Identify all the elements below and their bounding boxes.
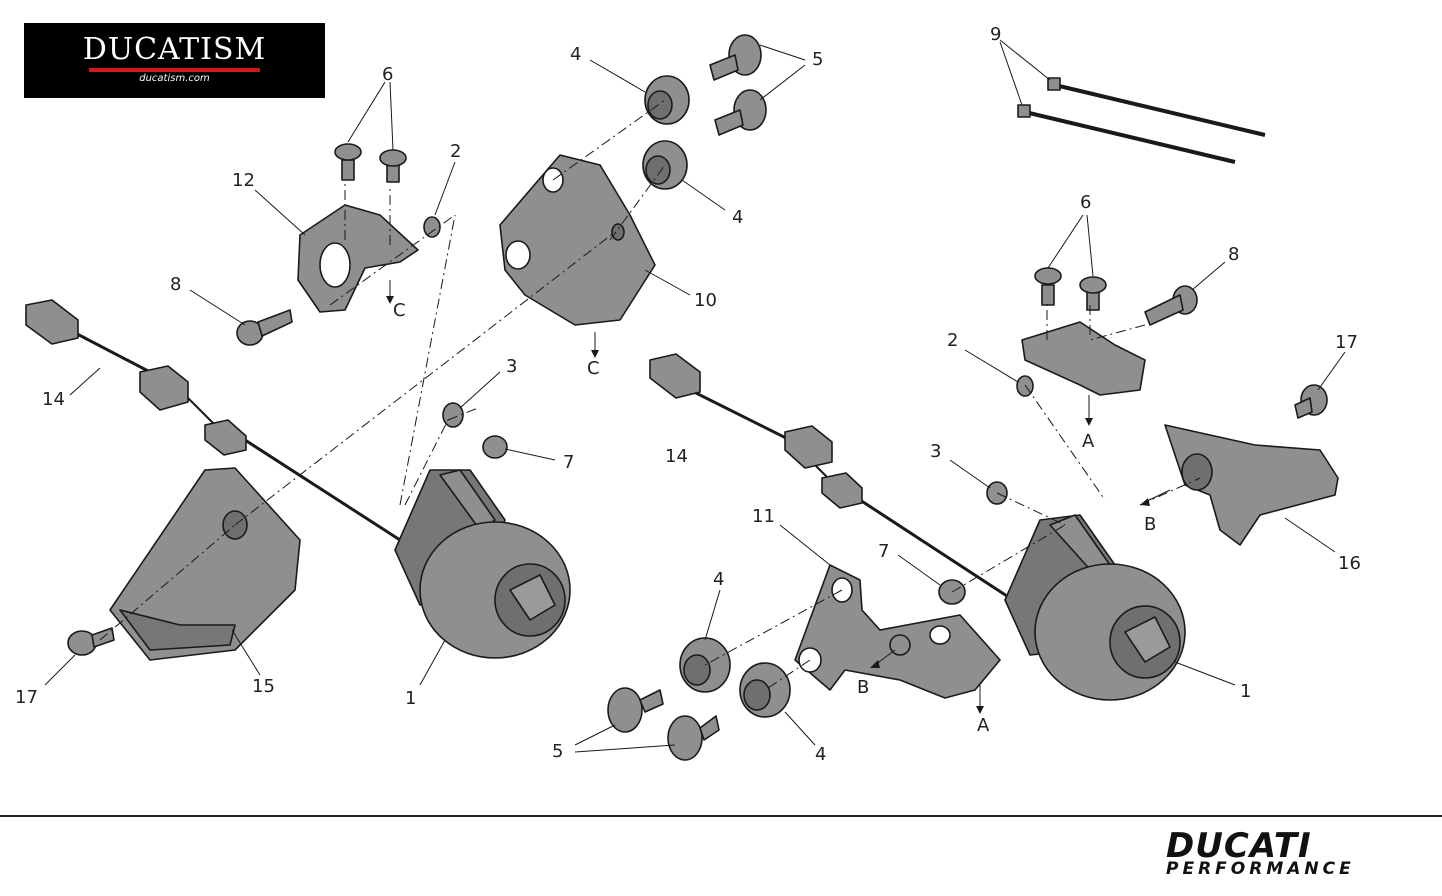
ref-b-right: B xyxy=(1144,514,1156,535)
ducati-performance-logo-sub: PERFORMANCE xyxy=(1166,859,1355,879)
screw-8-right xyxy=(1144,285,1198,326)
callout-14-right: 14 xyxy=(665,446,688,467)
callout-3-left: 3 xyxy=(506,356,517,377)
reference-arrows xyxy=(386,296,1150,714)
assembly-lines xyxy=(99,99,1201,691)
screws-6-right xyxy=(1034,267,1107,311)
callout-16: 16 xyxy=(1338,553,1361,574)
callout-6-right: 6 xyxy=(1080,192,1091,213)
callout-4-bottom-second: 4 xyxy=(815,744,826,765)
callout-6-left: 6 xyxy=(382,64,393,85)
callout-17-right: 17 xyxy=(1335,332,1358,353)
ducatism-logo-rule xyxy=(89,68,260,72)
ref-a-bottom: A xyxy=(977,715,990,736)
bracket-12 xyxy=(297,204,419,313)
light-cover-right xyxy=(1164,424,1339,546)
screw-17-right xyxy=(1294,384,1328,419)
ref-a-top: A xyxy=(1082,431,1095,452)
callout-14-left: 14 xyxy=(42,389,65,410)
callout-1-left: 1 xyxy=(405,688,416,709)
callout-17-left: 17 xyxy=(15,687,38,708)
screws-6-left xyxy=(334,143,407,183)
ducati-performance-logo-main: DUCATI xyxy=(1166,826,1312,866)
callout-9: 9 xyxy=(990,24,1001,45)
footer-divider xyxy=(0,815,1442,817)
auxiliary-light-right xyxy=(1004,514,1186,701)
ducatism-logo-name: DUCATISM xyxy=(82,32,267,67)
ducatism-logo-url: ducatism.com xyxy=(139,73,210,84)
cable-ties-9 xyxy=(1017,77,1266,164)
washer-3-left xyxy=(442,402,464,428)
ducatism-logo: DUCATISM ducatism.com xyxy=(24,23,325,98)
nut-7-left xyxy=(482,435,508,459)
callout-7-left: 7 xyxy=(563,452,574,473)
callout-8-right: 8 xyxy=(1228,244,1239,265)
bracket-11 xyxy=(794,564,1001,699)
callout-12: 12 xyxy=(232,170,255,191)
screw-8-left xyxy=(236,309,293,346)
bracket-right-top xyxy=(1021,321,1146,396)
grommets-4-bottom xyxy=(679,637,791,718)
auxiliary-light-left xyxy=(394,469,571,659)
cable-harness-left xyxy=(25,299,401,542)
callout-4-top-second: 4 xyxy=(732,207,743,228)
callout-15: 15 xyxy=(252,676,275,697)
callout-10: 10 xyxy=(694,290,717,311)
ref-c-center: C xyxy=(587,358,600,379)
callout-4-top: 4 xyxy=(570,44,581,65)
callout-2-left: 2 xyxy=(450,141,461,162)
callout-7-right: 7 xyxy=(878,541,889,562)
cable-harness-right xyxy=(649,353,1011,600)
callout-5-top: 5 xyxy=(812,49,823,70)
screws-5-bottom xyxy=(607,687,720,761)
callout-1-right: 1 xyxy=(1240,681,1251,702)
callout-2-right: 2 xyxy=(947,330,958,351)
callout-5-bottom: 5 xyxy=(552,741,563,762)
ref-c-left: C xyxy=(393,300,406,321)
callout-8-left: 8 xyxy=(170,274,181,295)
ref-b-bottom: B xyxy=(857,677,869,698)
grommets-4-top xyxy=(642,75,690,190)
screws-5-top xyxy=(709,34,767,136)
screw-17-left xyxy=(67,627,115,656)
callout-4-bottom: 4 xyxy=(713,569,724,590)
leader-lines xyxy=(44,39,1346,753)
washer-2-left xyxy=(423,216,441,238)
callout-11: 11 xyxy=(752,506,775,527)
callout-3-right: 3 xyxy=(930,441,941,462)
bracket-10 xyxy=(499,154,656,326)
